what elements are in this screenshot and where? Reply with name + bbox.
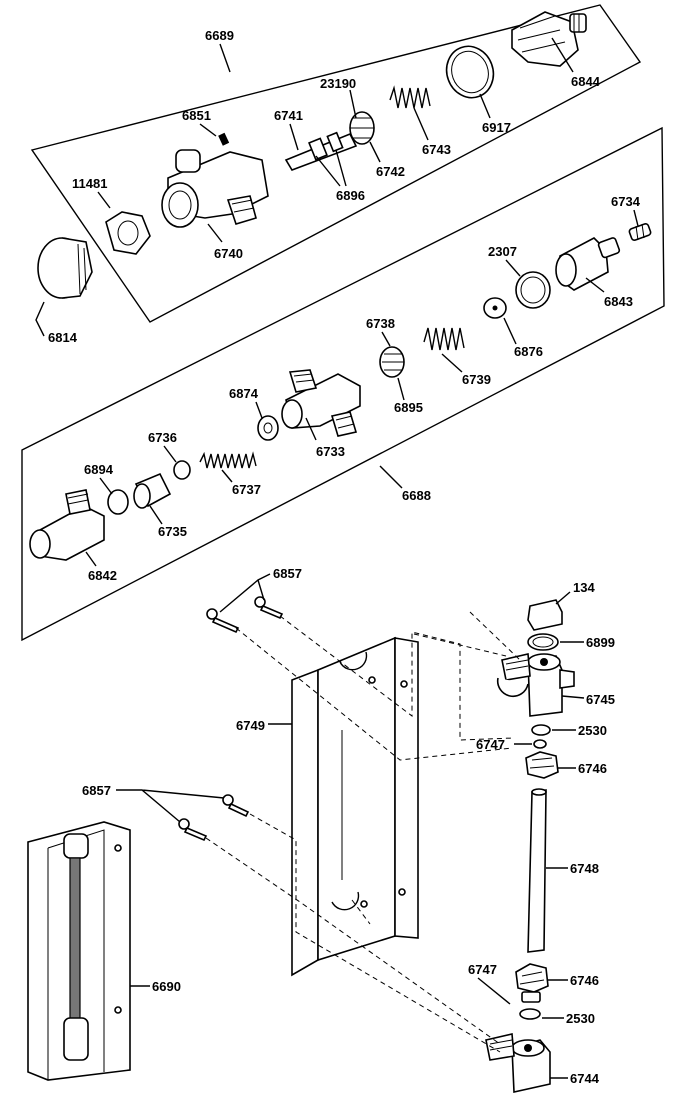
label-6738: 6738 [366, 316, 395, 331]
label-2307: 2307 [488, 244, 517, 259]
part-6739 [423, 327, 465, 351]
assembly-panel-6689 [30, 4, 642, 323]
label-6814: 6814 [48, 330, 78, 345]
label-6737: 6737 [232, 482, 261, 497]
label-6747-upper: 6747 [476, 737, 505, 752]
label-6740: 6740 [214, 246, 243, 261]
label-6733: 6733 [316, 444, 345, 459]
part-6735 [133, 472, 172, 509]
part-6917 [445, 45, 495, 99]
label-6743: 6743 [422, 142, 451, 157]
part-6894 [107, 489, 129, 515]
part-6737 [199, 451, 257, 469]
label-6688: 6688 [402, 488, 431, 503]
label-134: 134 [573, 580, 595, 595]
part-6876 [483, 297, 507, 319]
label-6842: 6842 [88, 568, 117, 583]
label-6747-lower: 6747 [468, 962, 497, 977]
label-6690: 6690 [152, 979, 181, 994]
label-6744: 6744 [570, 1071, 600, 1086]
label-6742: 6742 [376, 164, 405, 179]
label-6844: 6844 [571, 74, 601, 89]
part-6749 [291, 636, 419, 977]
label-6741: 6741 [274, 108, 303, 123]
label-6749: 6749 [236, 718, 265, 733]
label-6917: 6917 [482, 120, 511, 135]
part-6874 [257, 415, 279, 441]
part-11481 [105, 211, 151, 255]
part-6851 [218, 132, 230, 146]
part-6746-lower [515, 963, 549, 993]
label-6746-lower: 6746 [570, 973, 599, 988]
part-6842 [29, 489, 105, 561]
label-6857-lower: 6857 [82, 783, 111, 798]
label-6736: 6736 [148, 430, 177, 445]
label-6748: 6748 [570, 861, 599, 876]
part-6899 [527, 633, 559, 651]
dashed-alignment-lines [205, 611, 521, 1053]
label-6735: 6735 [158, 524, 187, 539]
part-6745 [496, 653, 575, 717]
assembly-panel-6688 [21, 126, 665, 642]
part-2307 [515, 271, 551, 309]
part-2530-lower [519, 1008, 541, 1020]
part-6857-screws-top [206, 596, 284, 634]
label-6894: 6894 [84, 462, 114, 477]
label-6734: 6734 [611, 194, 641, 209]
part-6747-lower [521, 991, 541, 1003]
part-6742 [349, 111, 375, 145]
label-6689: 6689 [205, 28, 234, 43]
label-6876: 6876 [514, 344, 543, 359]
part-6690 [27, 821, 131, 1081]
part-6844 [511, 11, 587, 67]
label-6739: 6739 [462, 372, 491, 387]
part-6736 [173, 460, 191, 480]
part-2530-upper [531, 724, 551, 736]
part-6744 [485, 1033, 551, 1093]
label-6895: 6895 [394, 400, 423, 415]
label-11481: 11481 [72, 176, 107, 191]
label-6745: 6745 [586, 692, 615, 707]
label-2530-upper: 2530 [578, 723, 607, 738]
label-6851: 6851 [182, 108, 211, 123]
part-6857-screws-lower [178, 794, 250, 842]
label-6899: 6899 [586, 635, 615, 650]
label-6843: 6843 [604, 294, 633, 309]
part-6741 [284, 131, 358, 171]
part-6733 [281, 369, 361, 437]
label-6746-upper: 6746 [578, 761, 607, 776]
part-6748 [527, 788, 547, 953]
label-6857-top: 6857 [273, 566, 302, 581]
part-6746-upper [525, 751, 559, 779]
label-2530-lower: 2530 [566, 1011, 595, 1026]
part-labels: 6689 6844 6917 23190 6743 6742 6741 6851… [48, 28, 641, 1086]
part-6734 [628, 222, 652, 242]
label-6874: 6874 [229, 386, 259, 401]
part-6843 [555, 237, 621, 291]
part-134 [527, 599, 563, 631]
label-6896: 6896 [336, 188, 365, 203]
part-6814 [37, 237, 93, 299]
part-6743 [389, 85, 431, 109]
part-6740 [161, 149, 269, 228]
part-6747-upper [533, 739, 547, 749]
part-6738 [379, 346, 405, 378]
label-23190: 23190 [320, 76, 356, 91]
leader-lines [35, 37, 639, 1079]
